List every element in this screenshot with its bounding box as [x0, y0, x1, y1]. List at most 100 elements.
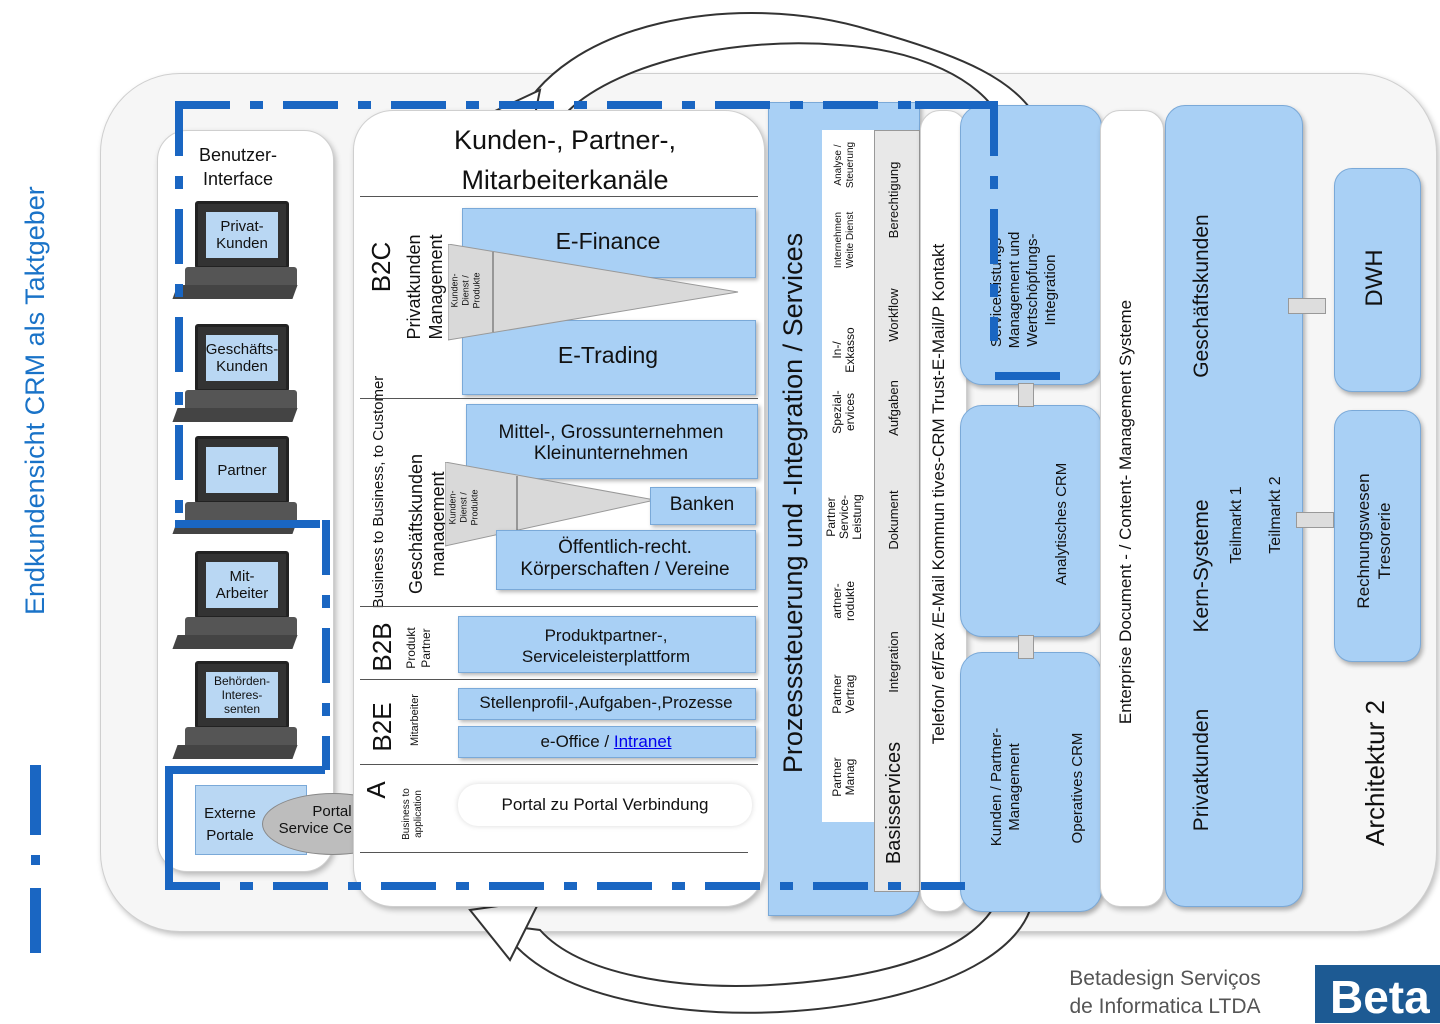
- basis-berechtigung: Berechtigung: [886, 161, 901, 239]
- e-trading-label: E-Trading: [557, 342, 659, 368]
- side-title: Endkundensicht CRM als Taktgeber: [20, 186, 50, 615]
- basis-integration: Integration: [886, 631, 901, 693]
- core-geschaeftskunden: Geschäftskunden: [1190, 214, 1213, 378]
- separator: [360, 852, 748, 853]
- eoffice-label: e-Office /: [540, 732, 614, 751]
- company-logo: [1315, 965, 1440, 1023]
- dashed-frame-top-right: [915, 101, 995, 109]
- b2c-code: B2C: [366, 241, 396, 293]
- banken-box[interactable]: [650, 487, 756, 525]
- oeffentlich-label: Öffentlich-recht. Körperschaften / Verei…: [520, 537, 730, 580]
- dashed-frame-lower-left-2: [165, 766, 173, 886]
- separator: [360, 764, 758, 765]
- computer-mitarbeiter[interactable]: Mit- Arbeiter: [172, 545, 305, 655]
- computer-geschaefts[interactable]: Geschäfts- Kunden: [172, 318, 305, 428]
- dashed-frame-left: [175, 101, 183, 521]
- separator: [360, 606, 758, 607]
- computer-label: Mit- Arbeiter: [206, 562, 278, 608]
- basis-dokument: Dokument: [886, 490, 901, 550]
- core-systems-box[interactable]: [1165, 105, 1303, 907]
- service-analyse: Analyse / Steuerung: [833, 141, 856, 189]
- computer-privat[interactable]: Privat- Kunden: [172, 195, 305, 305]
- crm-top-label: Serviceleistungs- Management und Wertsch…: [988, 231, 1059, 349]
- basis-services-column: [874, 130, 920, 892]
- b2b-code: B2B: [367, 622, 397, 672]
- computer-behoerden[interactable]: Behörden- Interes- senten: [172, 655, 305, 765]
- dwh-box[interactable]: [1334, 168, 1421, 392]
- portal-zu-portal-label: Portal zu Portal Verbindung: [501, 795, 709, 814]
- b2b-label: Produkt Partner: [404, 627, 433, 669]
- company-logo-text: Beta: [1330, 971, 1430, 1023]
- ecm-panel: [1100, 110, 1164, 907]
- b2e-code: B2E: [367, 702, 397, 752]
- oeffentlich-box[interactable]: [496, 530, 756, 590]
- arrow-icon: [1288, 298, 1326, 314]
- banken-label: Banken: [669, 494, 735, 515]
- user-interface-header: Benutzer- Interface: [198, 145, 278, 189]
- portal-zu-portal-box[interactable]: [458, 784, 752, 826]
- rechnungswesen-box[interactable]: [1334, 410, 1421, 662]
- basis-aufgaben: Aufgaben: [886, 380, 901, 436]
- eoffice-box[interactable]: [458, 726, 756, 758]
- e-trading-box[interactable]: [462, 320, 756, 395]
- service-spezial: Spezial- ervices: [830, 390, 857, 434]
- dashed-frame-bottom: [165, 882, 965, 890]
- computer-partner[interactable]: Partner: [172, 430, 305, 540]
- produktpartner-label: Produktpartner-, Serviceleisterplattform: [521, 626, 691, 666]
- separator: [360, 398, 758, 399]
- arrow-icon: [1018, 383, 1034, 407]
- computer-label: Privat- Kunden: [206, 212, 278, 258]
- computer-label: Behörden- Interes- senten: [206, 672, 278, 718]
- crm-operative-box[interactable]: [960, 652, 1102, 912]
- separator: [360, 679, 758, 680]
- service-partner-manag: Partner Manag: [830, 757, 857, 797]
- gk-funnel-label: Kunden- Dienst / Produkte: [447, 489, 480, 526]
- dashed-frame-top: [175, 101, 915, 109]
- computer-label: Geschäfts- Kunden: [206, 335, 278, 381]
- b2a-label: Business to application: [401, 788, 424, 840]
- computer-label: Partner: [206, 447, 278, 493]
- core-teilmarkt-1: Teilmarkt 1: [1228, 486, 1245, 564]
- dashed-frame-lower-left: [322, 520, 330, 770]
- basis-workflow: Workflow: [886, 288, 901, 342]
- produktpartner-box[interactable]: [458, 616, 756, 673]
- stellenprofil-label: Stellenprofil-,Aufgaben-,Prozesse: [479, 693, 733, 712]
- crm-operative-label-2: Operatives CRM: [1069, 732, 1086, 844]
- accent-dash-2: [31, 855, 40, 865]
- b2c-funnel: [448, 244, 739, 341]
- b2c-label: Privatkunden Management: [404, 234, 446, 340]
- ecm-label: Enterprise Document - / Content- Managem…: [1116, 299, 1135, 725]
- crm-analytics-box[interactable]: [960, 405, 1102, 637]
- core-teilmarkt-2: Teilmarkt 2: [1267, 476, 1284, 554]
- crm-analytics-label: Analytisches CRM: [1053, 462, 1070, 586]
- dashed-frame-mid: [175, 520, 320, 528]
- crm-top-box[interactable]: [960, 105, 1102, 385]
- gk-label: Geschäftskunden management: [406, 453, 448, 595]
- accent-dash-3: [30, 888, 41, 953]
- service-inkasso: In-/ Exkasso: [830, 327, 857, 373]
- dashed-frame-lower: [165, 766, 325, 774]
- gk-funnel: [445, 462, 656, 547]
- service-partner-leistung: Partner Service- Leistung: [824, 494, 864, 540]
- service-unternehmen: Internehmen Weite Dienst: [833, 211, 856, 269]
- stellenprofil-box[interactable]: [458, 688, 756, 720]
- dashed-frame-right-h: [995, 372, 1060, 380]
- b2c-funnel-label: Kunden- Dienst / Produkte: [449, 272, 482, 309]
- company-name: Betadesign Serviços de Informatica LTDA: [1069, 967, 1261, 1018]
- grossunternehmen-box[interactable]: [466, 404, 758, 479]
- service-partner-vertrag: Partner Vertrag: [830, 674, 857, 714]
- process-integration-title: Prozesssteuerung und -Integration / Serv…: [778, 232, 808, 774]
- core-privatkunden: Privatkunden: [1190, 708, 1213, 832]
- service-partnerprodukte: artner- rodukte: [830, 580, 857, 622]
- dwh-label: DWH: [1361, 249, 1388, 307]
- b2e-label: Mitarbeiter: [409, 694, 421, 746]
- separator: [360, 196, 758, 197]
- b2b-side-label: Business to Business, to Customer: [370, 375, 387, 609]
- accent-dash-1: [30, 765, 41, 835]
- e-finance-label: E-Finance: [555, 228, 661, 254]
- communication-panel: [920, 110, 967, 912]
- arrow-icon: [1296, 512, 1334, 528]
- external-portals-label: Externe Portale: [204, 805, 256, 844]
- services-white-column: [822, 130, 874, 822]
- intranet-link[interactable]: Intranet: [613, 732, 672, 751]
